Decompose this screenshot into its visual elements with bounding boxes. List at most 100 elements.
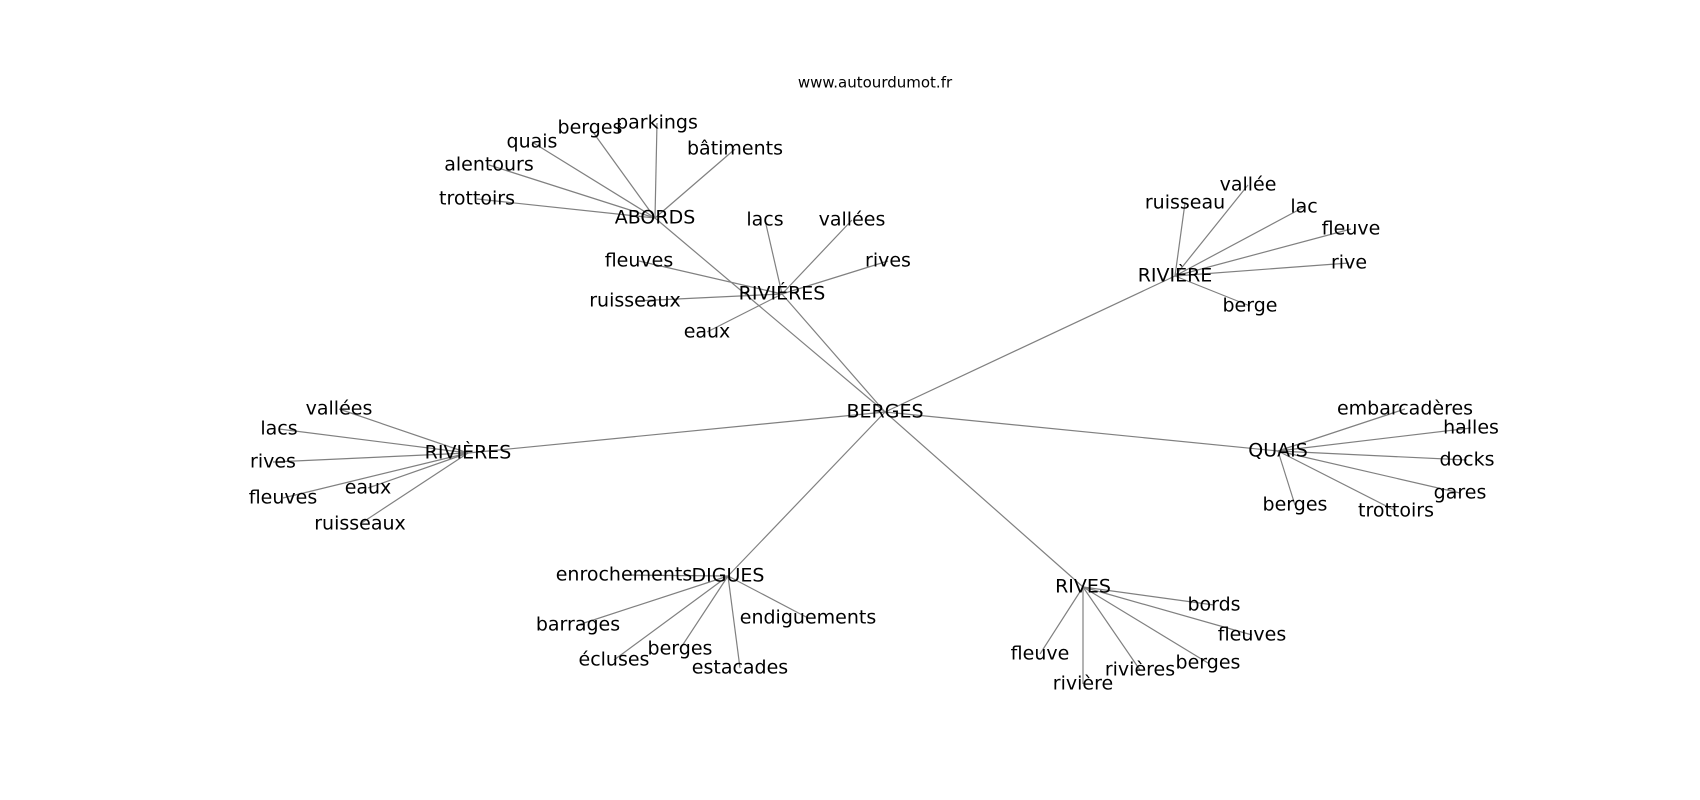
word-node-label: enrochements [556,564,693,586]
edge-cluster-word [613,575,729,661]
edge-cluster-word [706,293,783,333]
edge-center-cluster [727,411,886,577]
edge-cluster-word [654,122,658,219]
edge-cluster-word [1174,184,1249,277]
edge-center-cluster [781,293,886,413]
word-node-label: docks [1439,449,1494,471]
word-node-label: rivière [1053,673,1113,695]
word-node-label: ruisseaux [589,290,681,312]
cluster-node-label: QUAIS [1248,440,1308,462]
edge-cluster-word [638,260,783,295]
word-node-label: parkings [616,112,698,134]
edge-cluster-word [272,452,469,463]
edge-cluster-word [1082,586,1253,636]
word-node-label: bâtiments [687,138,783,160]
edge-cluster-word [1277,427,1472,452]
edge-cluster-word [1082,586,1209,664]
word-node-label: fleuves [249,487,318,509]
edge-center-cluster [884,275,1176,413]
edge-center-cluster [467,411,886,454]
cluster-node-label: RIVIÉRES [739,282,826,305]
word-node-label: rive [1331,252,1367,274]
word-node-label: fleuves [1218,624,1287,646]
edge-cluster-word [1174,206,1305,277]
edge-cluster-word [654,148,736,219]
site-url: www.autourdumot.fr [798,74,953,92]
word-node-label: lacs [746,209,783,231]
edge-cluster-word [577,575,729,626]
edge-cluster-word [1082,586,1215,606]
edge-cluster-word [338,408,469,454]
cluster-node-label: ABORDS [615,207,696,229]
word-node-label: rives [865,250,911,272]
word-node-label: quais [507,131,558,153]
word-node-label: vallée [1220,174,1277,196]
edges-layer [272,122,1472,684]
edge-cluster-word [781,219,853,295]
word-node-label: ruisseau [1145,192,1225,214]
edge-cluster-word [1174,275,1251,307]
edge-center-cluster [654,217,886,413]
edge-cluster-word [1277,450,1461,494]
word-node-label: embarcadères [1337,398,1473,420]
word-node-label: écluses [579,649,650,671]
word-node-label: bords [1187,594,1240,616]
word-node-label: fleuve [1011,643,1070,665]
word-node-label: berge [1223,295,1278,317]
edge-cluster-word [282,452,469,499]
edge-cluster-word [589,127,656,219]
edge-center-cluster [884,411,1084,588]
word-node-label: vallées [819,209,886,231]
word-node-label: trottoirs [439,188,515,210]
cluster-node-label: RIVES [1055,576,1111,598]
edge-cluster-word [781,260,889,295]
edge-cluster-word [1277,450,1468,461]
cluster-node-label: RIVIÈRES [425,441,512,464]
word-node-label: gares [1434,482,1487,504]
edge-center-cluster [884,411,1279,452]
word-node-label: rives [250,451,296,473]
word-node-label: vallées [306,398,373,420]
word-node-label: rivières [1105,659,1175,681]
word-node-label: estacades [692,657,788,679]
edge-cluster-word [1277,408,1406,452]
edge-cluster-word [1277,450,1296,506]
word-node-label: lac [1290,196,1317,218]
word-node-label: berges [1263,494,1328,516]
word-node-label: trottoirs [1358,500,1434,522]
edge-cluster-word [764,219,783,295]
edge-cluster-word [1174,262,1350,277]
edge-cluster-word [727,575,809,619]
edge-cluster-word [359,452,469,525]
word-node-label: ruisseaux [314,513,406,535]
word-node-label: halles [1443,417,1499,439]
word-node-label: lacs [260,418,297,440]
edge-cluster-word [278,428,469,454]
cluster-node-label: RIVIÈRE [1138,264,1213,287]
word-node-label: berges [1176,652,1241,674]
word-node-label: eaux [684,321,731,343]
word-node-label: eaux [345,477,392,499]
labels-layer: www.autourdumot.fr BERGESABORDSparkingsb… [249,74,1499,695]
edge-cluster-word [1082,586,1141,671]
word-node-label: barrages [536,614,620,636]
word-node-label: berges [558,117,623,139]
edge-cluster-word [623,574,729,577]
center-node-label: BERGES [846,401,923,423]
edge-cluster-word [634,293,783,302]
edge-cluster-word [488,164,656,219]
edge-cluster-word [1174,228,1352,277]
word-node-label: endiguements [740,607,876,629]
edge-cluster-word [531,141,656,219]
cluster-node-label: DIGUES [692,565,765,587]
edge-cluster-word [727,575,741,669]
edge-cluster-word [476,198,656,219]
edge-cluster-word [679,575,729,650]
word-node-label: berges [648,638,713,660]
edge-cluster-word [1277,450,1397,512]
word-node-label: fleuve [1322,218,1381,240]
word-node-label: alentours [444,154,533,176]
edge-cluster-word [1039,586,1084,655]
edge-cluster-word [367,452,469,489]
